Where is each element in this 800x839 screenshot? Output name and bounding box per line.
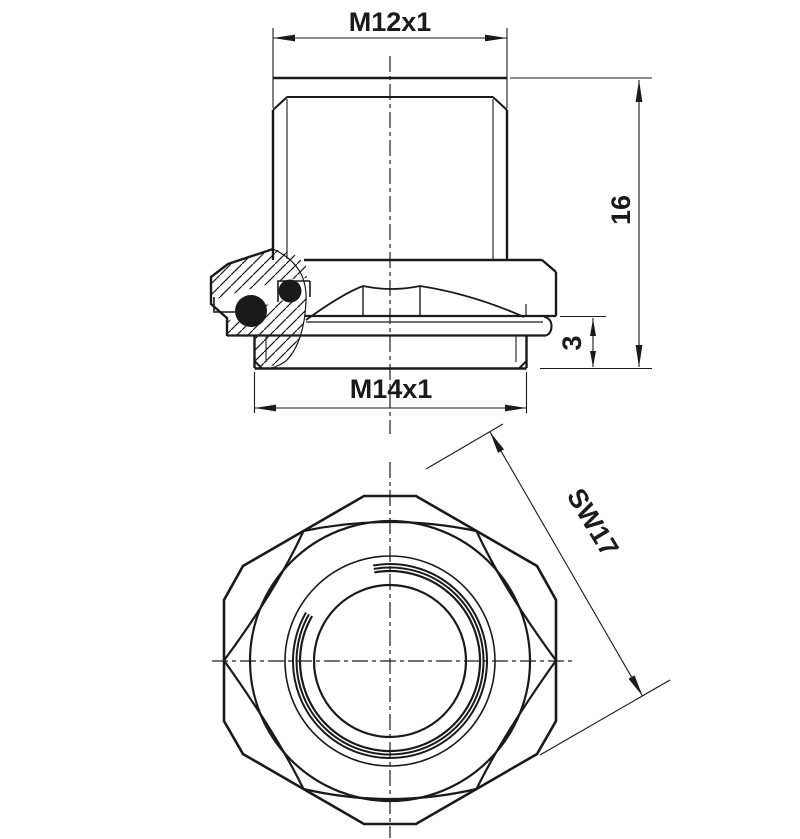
dimension-line	[489, 431, 643, 697]
dimension-3: 3	[557, 315, 606, 367]
extension-line	[539, 679, 671, 756]
counterbore-circle	[284, 555, 496, 767]
dim-label-height: 16	[606, 195, 636, 225]
arrowhead-top	[490, 432, 504, 453]
arrowhead-left	[254, 404, 276, 412]
thread-major-circle	[248, 519, 532, 803]
seal-cutaway-section	[209, 247, 311, 370]
extension-line	[425, 423, 504, 470]
front-section-view: M12x1 16 3 M14x1	[209, 7, 652, 434]
dim-label-bottom-thread: M14x1	[350, 374, 433, 404]
o-ring-section-large	[235, 295, 267, 327]
dim-label-stud-height: 3	[557, 335, 587, 350]
dimension-16: 16	[510, 77, 652, 370]
arrowhead-left	[273, 34, 295, 42]
hex-body	[304, 258, 558, 321]
groove-bracket-small	[277, 280, 311, 302]
arrowhead-right	[485, 34, 507, 42]
section-hatch-upper	[211, 250, 307, 302]
hex-right-face-arc	[419, 285, 525, 318]
m12-stud	[271, 76, 509, 260]
bore-circle	[312, 583, 468, 739]
dimension-m12x1: M12x1	[272, 7, 508, 108]
hex-corner-arc	[362, 285, 421, 290]
hex-outline	[222, 494, 558, 826]
dim-label-wrench-size: SW17	[561, 483, 625, 561]
dimension-m14x1: M14x1	[253, 372, 528, 413]
dim-label-top-thread: M12x1	[349, 7, 432, 37]
arrowhead-top	[635, 80, 643, 102]
collar-right-edge	[543, 315, 553, 337]
arrowhead-bottom	[590, 351, 596, 367]
bottom-view: SW17	[212, 423, 671, 838]
cutaway-outline	[209, 247, 274, 336]
o-ring-section-small	[278, 279, 302, 303]
arrowhead-right	[505, 404, 527, 412]
groove-bracket-large	[213, 297, 236, 313]
thread-arc-band	[291, 563, 488, 760]
arrowhead-bottom	[635, 345, 643, 367]
break-line	[264, 248, 307, 370]
dimension-sw17: SW17	[425, 423, 671, 756]
arrowhead-bottom	[628, 675, 643, 696]
hex-chamfer-arcs	[223, 520, 557, 801]
arrowhead-top	[590, 319, 596, 336]
